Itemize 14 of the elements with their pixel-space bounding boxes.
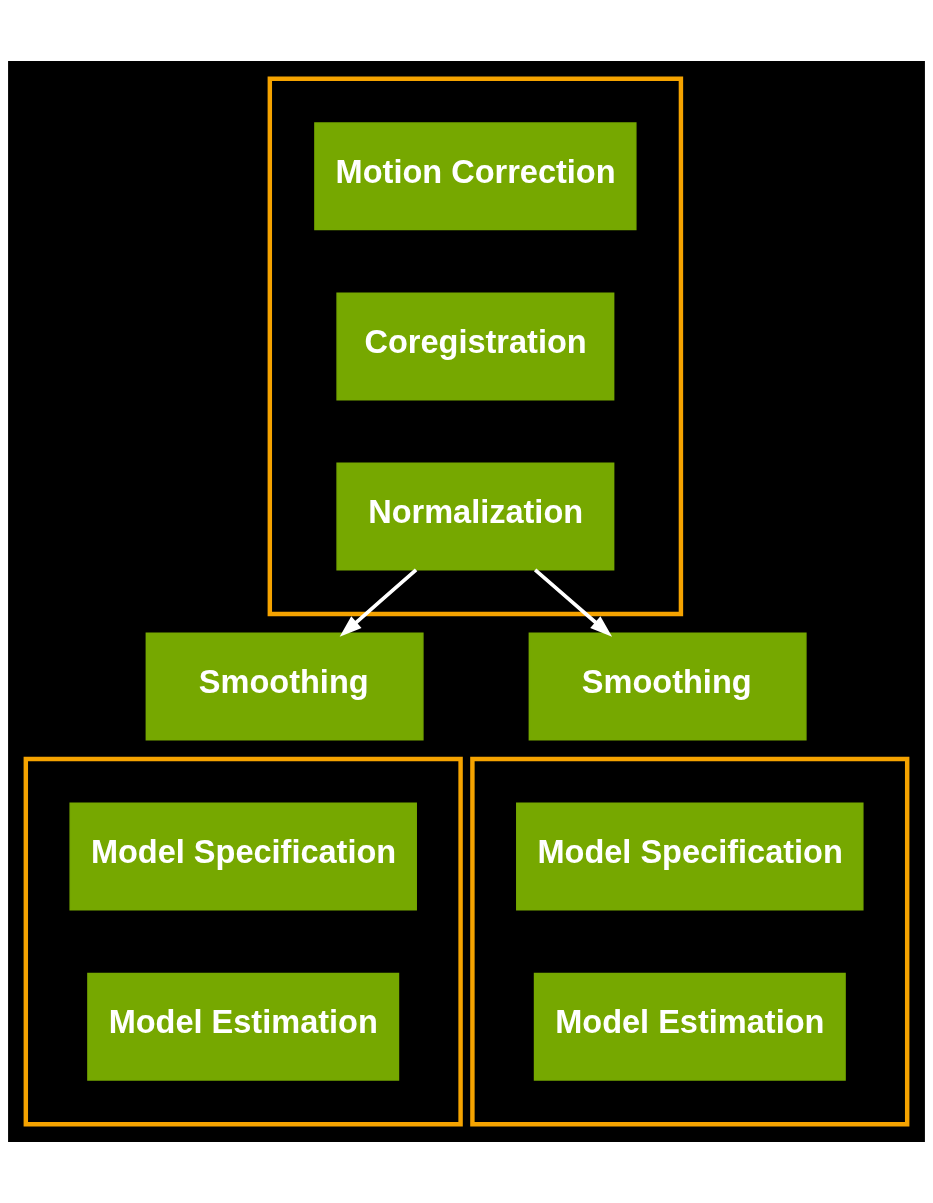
- arrow: [533, 568, 613, 637]
- cluster: [267, 76, 684, 617]
- cluster: [23, 756, 463, 1127]
- node-box: Model Estimation: [87, 972, 400, 1081]
- node-box: Smoothing: [528, 632, 807, 741]
- arrow: [339, 568, 418, 637]
- node-box: Coregistration: [336, 292, 615, 401]
- node-box: Model Specification: [69, 802, 417, 911]
- node-box: Smoothing: [145, 632, 424, 741]
- node-box: Model Estimation: [533, 972, 846, 1081]
- node-box: Model Specification: [516, 802, 864, 911]
- cluster: [470, 756, 910, 1127]
- node-box: Normalization: [336, 462, 615, 571]
- node-box: Motion Correction: [314, 122, 637, 231]
